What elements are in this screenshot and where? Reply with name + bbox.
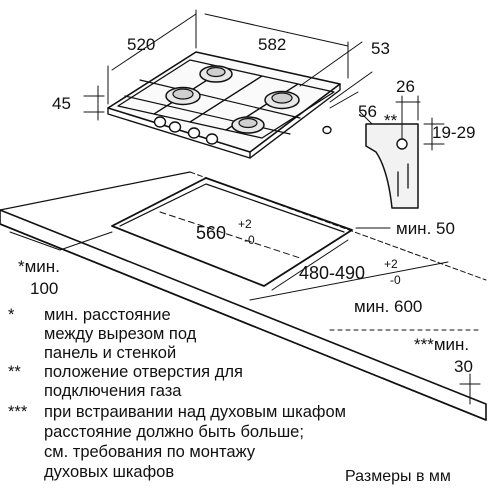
- burner-back-right: [264, 90, 300, 110]
- footnote-3-mark: ***: [8, 403, 28, 421]
- units-caption: Размеры в мм: [345, 468, 451, 485]
- footnote-1-mark: *: [8, 306, 15, 324]
- gas-connector: [322, 125, 332, 135]
- depth-582-label: 582: [258, 35, 287, 54]
- footnote-1-line-3: панель и стенкой: [44, 344, 177, 362]
- min-30-value: 30: [454, 357, 473, 376]
- min-600-label: мин. 600: [354, 297, 423, 316]
- burner-front-left: [165, 86, 201, 106]
- footnote-3-line-1: при встраивании над духовым шкафом: [44, 403, 347, 421]
- gas-56-label: 56: [358, 102, 377, 121]
- footnote-1-line-1: мин. расстояние: [44, 306, 171, 324]
- countertop-cutout: [111, 177, 353, 287]
- width-520-label: 520: [127, 35, 156, 54]
- burner-front-right: [231, 116, 265, 134]
- min-100-value: 100: [30, 279, 59, 298]
- cutout-dimension-lines: [9, 211, 481, 405]
- cutout-depth-tol-minus: -0: [390, 273, 401, 287]
- cutout-depth-label: 480-490: [299, 263, 366, 283]
- cutout-width-label: 560: [196, 223, 227, 243]
- control-knobs: [153, 116, 219, 145]
- gas-range-label: 19-29: [432, 123, 476, 142]
- footnote-3-line-2: расстояние должно быть больше;: [44, 423, 304, 441]
- footnote-2-mark: **: [8, 363, 21, 381]
- footnote-2-line-2: подключения газа: [44, 382, 182, 400]
- min-30-prefix: ***мин.: [414, 335, 470, 354]
- footnote-3-line-3: см. требования по монтажу: [44, 443, 256, 461]
- burner-back-left: [199, 65, 233, 83]
- min-100-prefix: *мин.: [18, 257, 60, 276]
- gas-hole-marker: **: [384, 111, 398, 130]
- footnote-1-line-2: между вырезом под: [44, 325, 197, 343]
- hob-illustration: [107, 51, 341, 159]
- min-50-label: мин. 50: [396, 219, 455, 238]
- gas-26-label: 26: [396, 77, 415, 96]
- cutout-width-tol-plus: +2: [238, 217, 252, 231]
- gas-hole-detail: [359, 95, 445, 209]
- hob-dimension-lines: [83, 9, 373, 121]
- cutout-depth-tol-plus: +2: [384, 257, 398, 271]
- footnote-3-line-4: духовых шкафов: [44, 463, 175, 481]
- footnote-2-line-1: положение отверстия для: [44, 363, 243, 381]
- countertop-illustration: [0, 171, 487, 421]
- height-45-label: 45: [52, 94, 71, 113]
- front-53-label: 53: [371, 39, 390, 58]
- cutout-width-tol-minus: -0: [244, 233, 255, 247]
